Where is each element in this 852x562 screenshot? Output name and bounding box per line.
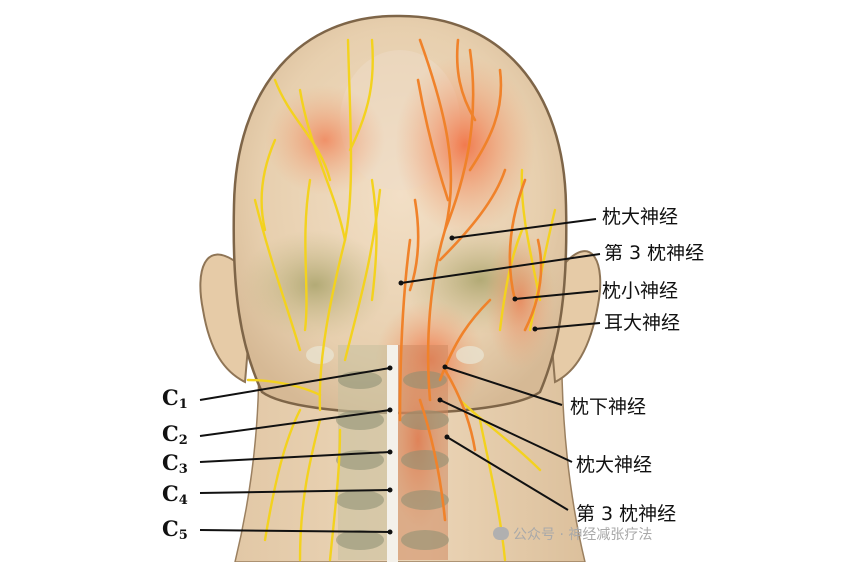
- watermark: 公众号 · 神经减张疗法: [493, 524, 652, 544]
- wechat-icon: [493, 527, 509, 540]
- left-leader-lines: [199, 367, 391, 533]
- yellow-nerves: [246, 38, 557, 562]
- label-third-occipital-nerve: 第 3 枕神经: [604, 244, 705, 263]
- watermark-text: 公众号 · 神经减张疗法: [513, 527, 653, 543]
- label-c4: C4: [162, 481, 188, 508]
- label-c1: C1: [162, 385, 188, 412]
- label-c3: C3: [162, 450, 188, 477]
- label-third-occipital-nerve-lower: 第 3 枕神经: [576, 503, 677, 525]
- label-c2: C2: [162, 421, 188, 448]
- label-lesser-occipital-nerve: 枕小神经: [602, 280, 679, 302]
- left-leader-dots: [387, 365, 393, 535]
- label-c5: C5: [162, 516, 188, 543]
- right-leader-lines: [400, 218, 601, 511]
- left-occipital-shading: [240, 230, 390, 340]
- red-zone-left-upper: [265, 85, 385, 195]
- label-greater-occipital-nerve-lower: 枕大神经: [576, 454, 653, 476]
- label-suboccipital-nerve: 枕下神经: [570, 396, 647, 418]
- label-great-auricular-nerve: 耳大神经: [604, 312, 681, 334]
- orange-nerves: [398, 38, 543, 522]
- label-greater-occipital-nerve: 枕大神经: [602, 206, 679, 228]
- right-leader-dots: [398, 235, 538, 440]
